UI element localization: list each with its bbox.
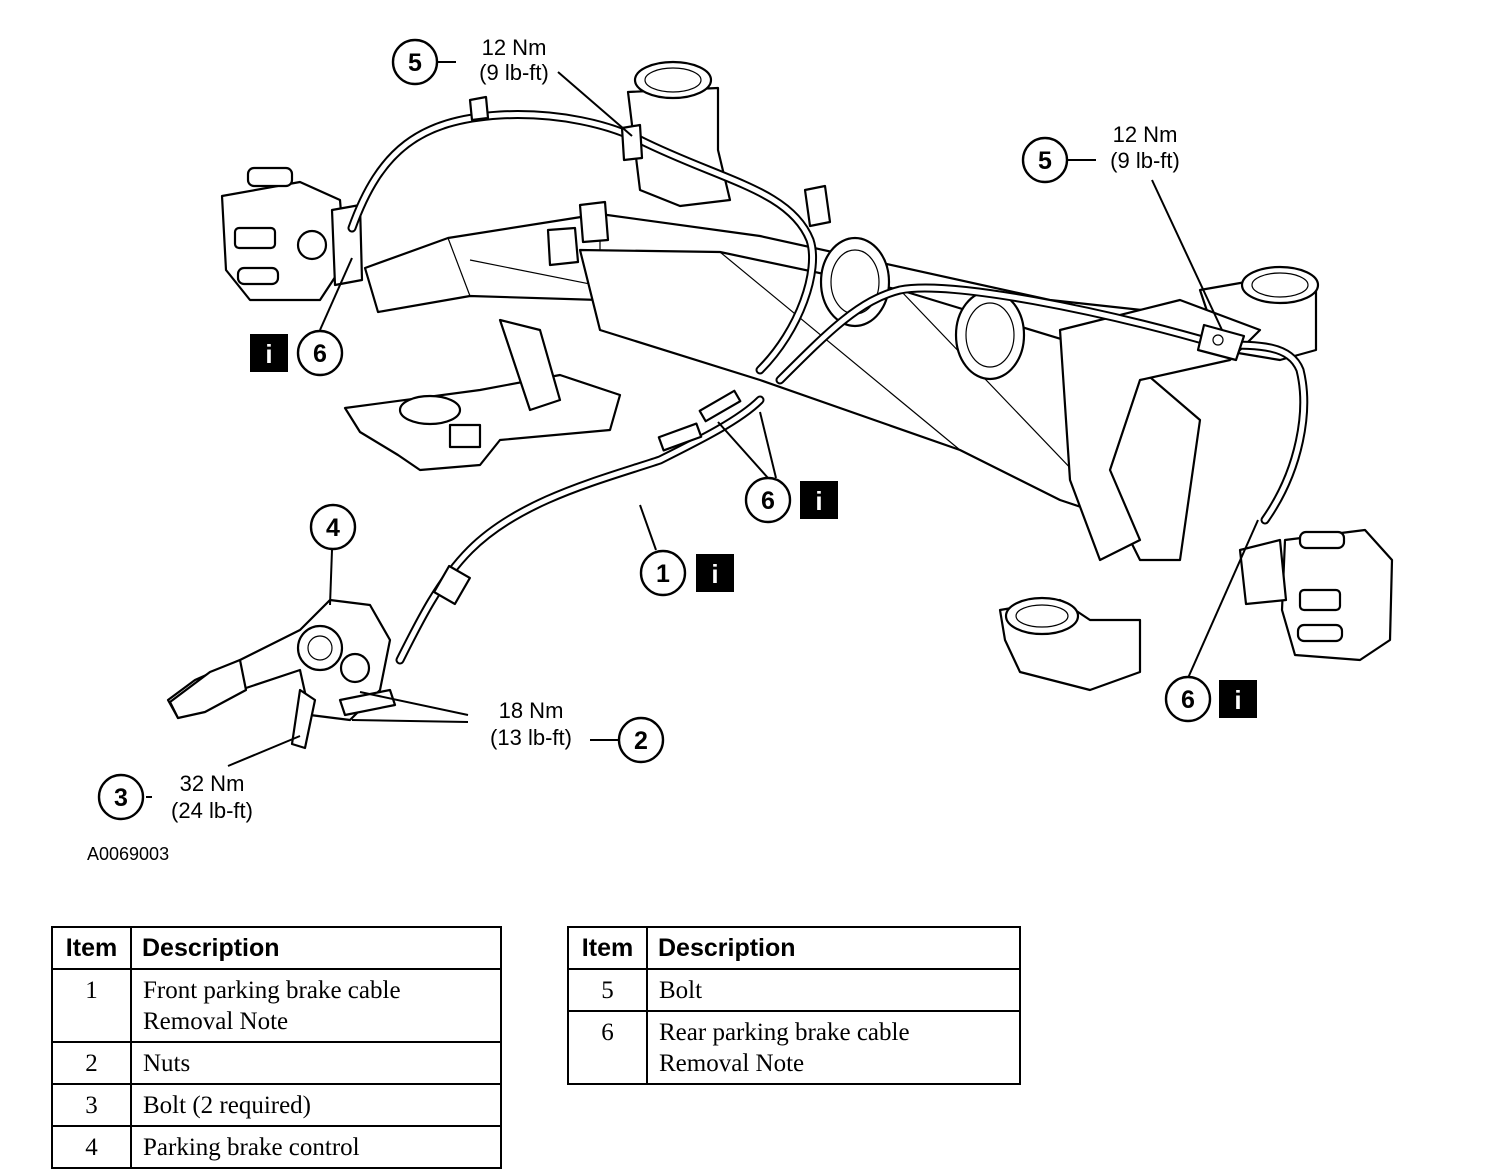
info-icon-glyph: i [815, 486, 822, 516]
callout-number: 1 [656, 560, 670, 588]
info-icon-glyph: i [711, 559, 718, 589]
table-row: 4 Parking brake control [51, 1125, 502, 1169]
legend-table-right: Item Description 5 Bolt 6 Rear parking b… [567, 926, 1021, 1085]
front-cable [395, 389, 765, 665]
description-line: Bolt (2 required) [143, 1092, 312, 1119]
callout-6-left: i 6 [250, 329, 344, 377]
info-icon [1219, 680, 1257, 718]
table-row: 2 Nuts [51, 1041, 502, 1085]
callout-5-right: 5 12 Nm (9 lb-ft) [1021, 122, 1180, 184]
leader-lines [146, 61, 1259, 798]
torque-lbft: (13 lb-ft) [490, 725, 572, 750]
callout-5-left: 5 12 Nm (9 lb-ft) [391, 35, 549, 86]
header-description: Description [130, 926, 502, 970]
callout-number: 5 [1038, 147, 1052, 175]
table-row: 3 Bolt (2 required) [51, 1083, 502, 1127]
callout-number: 2 [634, 727, 648, 755]
torque-lbft: (9 lb-ft) [1110, 148, 1180, 173]
callout-number: 3 [114, 784, 128, 812]
item-description: Bolt [646, 968, 1021, 1012]
torque-lbft: (24 lb-ft) [171, 798, 253, 823]
item-description: Nuts [130, 1041, 502, 1085]
header-item: Item [51, 926, 132, 970]
callout-number: 6 [1181, 686, 1195, 714]
item-number: 5 [567, 968, 648, 1012]
parking-brake-diagram: 5 12 Nm (9 lb-ft) 5 12 Nm (9 lb-ft) i 6 … [87, 35, 1394, 864]
torque-nm: 32 Nm [180, 771, 245, 796]
rear-right-cable [775, 283, 1309, 525]
description-line: Bolt [659, 977, 703, 1004]
callout-3: 3 32 Nm (24 lb-ft) [97, 771, 253, 823]
description-line: Removal Note [143, 1008, 289, 1035]
info-icon [250, 334, 288, 372]
item-number: 1 [51, 968, 132, 1043]
header-description: Description [646, 926, 1021, 970]
info-icon [800, 481, 838, 519]
callout-6-right: 6 i [1164, 675, 1257, 723]
callout-number: 6 [313, 340, 327, 368]
header-item: Item [567, 926, 648, 970]
description-line: Rear parking brake cable [659, 1019, 910, 1046]
item-description: Bolt (2 required) [130, 1083, 502, 1127]
callout-number: 5 [408, 49, 422, 77]
torque-nm: 12 Nm [482, 35, 547, 60]
rear-left-cable [347, 95, 818, 375]
parking-brake-control [166, 598, 397, 750]
description-line: Parking brake control [143, 1134, 360, 1161]
torque-lbft: (9 lb-ft) [479, 60, 549, 85]
info-icon-glyph: i [1234, 685, 1241, 715]
description-line: Nuts [143, 1050, 191, 1077]
callout-2: 18 Nm (13 lb-ft) 2 [490, 698, 665, 764]
description-line: Front parking brake cable [143, 977, 401, 1004]
legend-table-left: Item Description 1 Front parking brake c… [51, 926, 502, 1169]
item-number: 2 [51, 1041, 132, 1085]
torque-nm: 18 Nm [499, 698, 564, 723]
table-row: 6 Rear parking brake cable Removal Note [567, 1010, 1021, 1085]
legend-header-row: Item Description [51, 926, 502, 970]
right-brake-caliper [1238, 528, 1394, 662]
callout-6-center: 6 i [744, 476, 838, 524]
legend-header-row: Item Description [567, 926, 1021, 970]
callout-number: 6 [761, 487, 775, 515]
item-number: 4 [51, 1125, 132, 1169]
item-number: 3 [51, 1083, 132, 1127]
table-row: 1 Front parking brake cable Removal Note [51, 968, 502, 1043]
item-description: Rear parking brake cable Removal Note [646, 1010, 1021, 1085]
item-description: Front parking brake cable Removal Note [130, 968, 502, 1043]
callout-4: 4 [309, 503, 357, 551]
callout-number: 4 [326, 514, 340, 542]
table-row: 5 Bolt [567, 968, 1021, 1012]
figure-id: A0069003 [87, 844, 169, 864]
info-icon-glyph: i [265, 339, 272, 369]
left-brake-caliper [220, 166, 364, 302]
description-line: Removal Note [659, 1050, 805, 1077]
item-number: 6 [567, 1010, 648, 1085]
info-icon [696, 554, 734, 592]
torque-nm: 12 Nm [1113, 122, 1178, 147]
item-description: Parking brake control [130, 1125, 502, 1169]
callout-1: 1 i [639, 549, 734, 597]
rear-subframe [343, 60, 1320, 692]
